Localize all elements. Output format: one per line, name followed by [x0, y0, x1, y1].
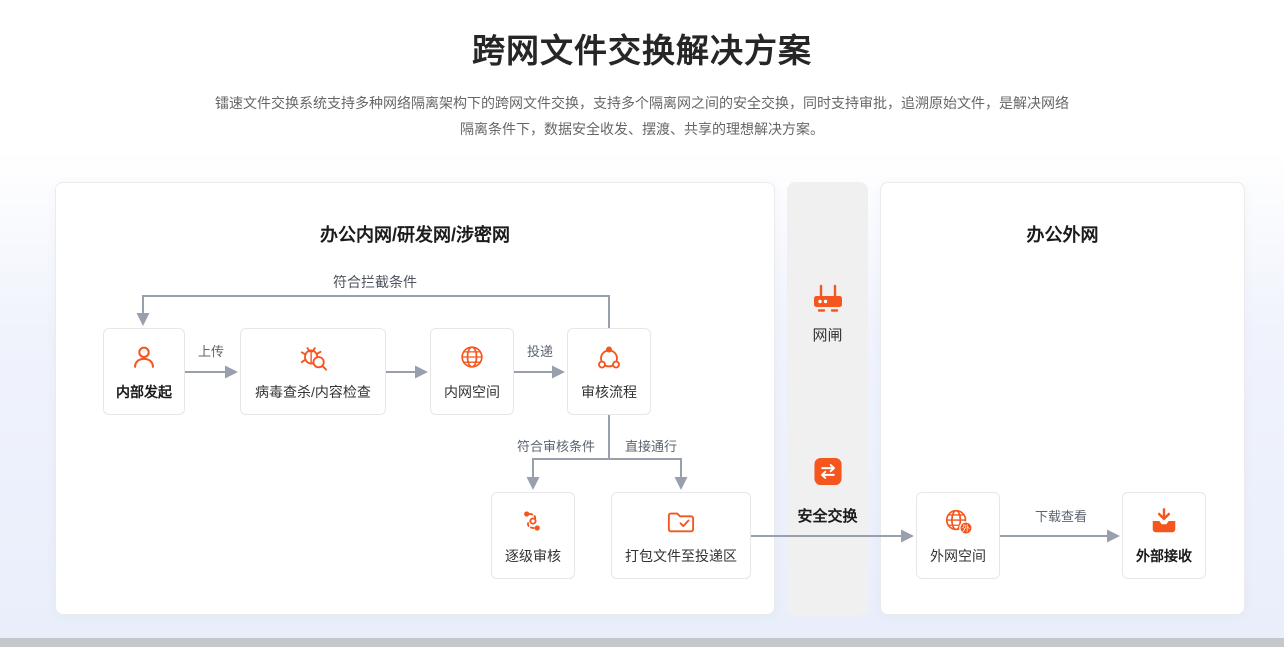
panel-extranet-title: 办公外网 [1026, 225, 1099, 245]
node-external-receive: 外部接收 [1122, 492, 1206, 579]
node-package-delivery: 打包文件至投递区 [611, 492, 751, 579]
node-label: 打包文件至投递区 [625, 548, 737, 564]
node-label: 内部发起 [116, 384, 172, 400]
node-extranet-space: 外 外网空间 [916, 492, 1000, 579]
page-subtitle-line1: 镭速文件交换系统支持多种网络隔离架构下的跨网文件交换，支持多个隔离网之间的安全交… [215, 95, 1069, 111]
step-review-icon [518, 505, 548, 537]
gateway-label: 网闸 [812, 327, 843, 344]
node-label: 内网空间 [444, 384, 500, 400]
person-icon [129, 341, 159, 373]
node-step-review: 逐级审核 [491, 492, 575, 579]
node-label: 外部接收 [1136, 548, 1192, 564]
panel-intranet-title: 办公内网/研发网/涉密网 [319, 225, 510, 245]
folder-check-icon [665, 505, 697, 537]
node-intranet-space: 内网空间 [430, 328, 514, 415]
edge-label-download-view: 下载查看 [1034, 509, 1088, 524]
bug-scan-icon [297, 341, 329, 373]
node-virus-scan: 病毒查杀/内容检查 [240, 328, 386, 415]
node-internal-start: 内部发起 [103, 328, 185, 415]
node-label: 审核流程 [581, 384, 637, 400]
edge-label-upload: 上传 [197, 344, 225, 359]
globe-icon [457, 341, 487, 373]
bridge-strip: 网闸 安全交换 [787, 182, 868, 615]
edge-label-intercept-condition: 符合拦截条件 [333, 274, 417, 290]
review-cycle-icon [594, 341, 624, 373]
node-label: 外网空间 [930, 548, 986, 564]
page-subtitle-line2: 隔离条件下，数据安全收发、摆渡、共享的理想解决方案。 [460, 121, 824, 137]
exchange-label: 安全交换 [797, 508, 858, 525]
secure-exchange-icon [813, 457, 842, 491]
node-label: 逐级审核 [505, 548, 561, 564]
network-gateway-icon [810, 281, 846, 320]
download-icon [1149, 505, 1179, 537]
globe-external-icon: 外 [942, 505, 974, 537]
bottom-section-divider [0, 638, 1284, 647]
node-label: 病毒查杀/内容检查 [255, 384, 371, 400]
edge-label-review-condition: 符合审核条件 [516, 439, 596, 454]
page-subtitle: 镭速文件交换系统支持多种网络隔离架构下的跨网文件交换，支持多个隔离网之间的安全交… [192, 90, 1092, 142]
extranet-badge-text: 外 [962, 523, 970, 533]
node-review-flow: 审核流程 [567, 328, 651, 415]
page-title: 跨网文件交换解决方案 [472, 32, 812, 69]
edge-label-direct-pass: 直接通行 [624, 439, 678, 454]
edge-label-deliver: 投递 [526, 344, 554, 359]
